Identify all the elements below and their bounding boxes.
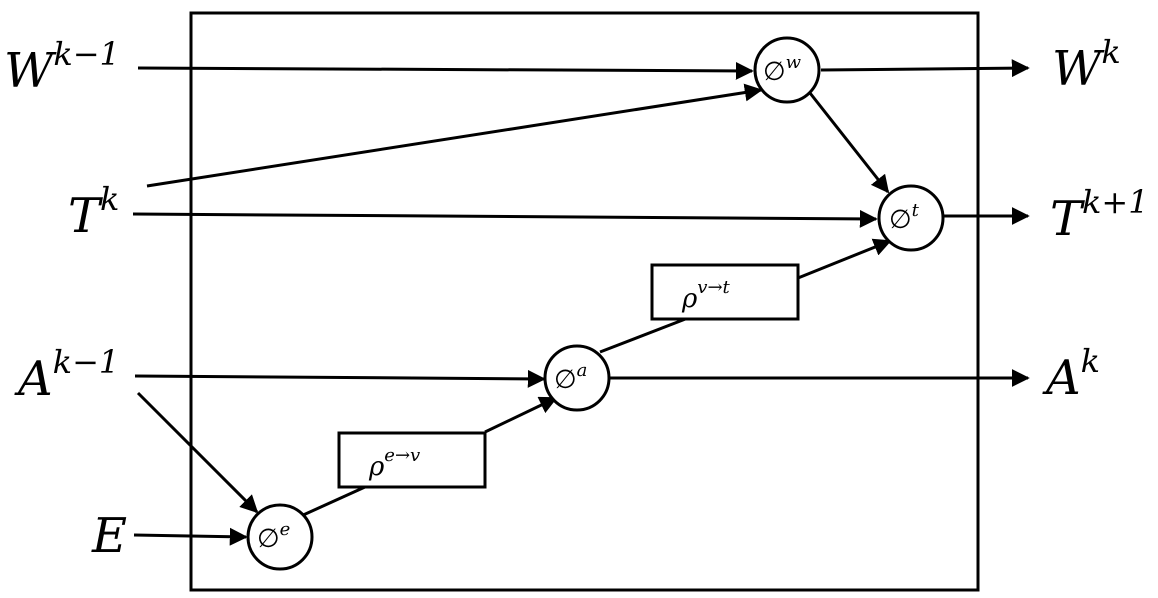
output-w-base: W	[1052, 41, 1105, 97]
rho-ev-base: ρ	[368, 452, 385, 482]
input-a-base: A	[14, 351, 53, 407]
aggregator-rho-vt: ρv→t	[650, 263, 800, 321]
rho-ev-sup: e→v	[384, 445, 420, 466]
phi-w-sup: w	[786, 52, 802, 73]
output-t-base: T	[1050, 191, 1085, 247]
output-a-label: Ak	[1042, 342, 1100, 406]
edges	[132, 59, 1030, 546]
svg-text:∅t: ∅t	[889, 200, 920, 235]
input-w-label: Wk−1	[4, 35, 120, 99]
edge-phi-e-to-rho-ev	[300, 485, 366, 518]
output-a-sup: k	[1081, 342, 1100, 380]
edge-t-in-to-phi-w	[146, 83, 763, 188]
node-phi-a: ∅a	[543, 344, 611, 412]
aggregator-rho-ev: ρe→v	[337, 431, 487, 489]
input-e-label: E	[91, 508, 127, 564]
input-t-sup: k	[100, 180, 119, 218]
input-t-base: T	[68, 188, 103, 244]
phi-a-base: ∅	[554, 365, 577, 395]
input-t-label: Tk	[68, 180, 119, 244]
output-w-sup: k	[1101, 33, 1120, 71]
phi-w-base: ∅	[763, 57, 786, 87]
output-a-base: A	[1042, 350, 1081, 406]
output-w-label: Wk	[1052, 33, 1121, 97]
svg-text:∅a: ∅a	[554, 360, 587, 395]
block-frame	[189, 11, 980, 592]
input-w-sup: k−1	[53, 35, 120, 73]
rho-vt-sup: v→t	[697, 277, 730, 298]
phi-e-base: ∅	[257, 524, 280, 554]
rho-vt-base: ρ	[681, 284, 698, 314]
node-phi-w: ∅w	[753, 36, 821, 104]
output-t-sup: k+1	[1082, 183, 1149, 221]
node-phi-t: ∅t	[877, 184, 945, 252]
edge-rho-vt-to-phi-t	[797, 238, 892, 280]
edge-phi-w-to-w-out	[820, 59, 1030, 78]
input-w-base: W	[4, 43, 57, 99]
edge-a-in-to-phi-e	[136, 391, 259, 514]
edge-a-in-to-phi-a	[134, 369, 546, 388]
phi-t-base: ∅	[889, 205, 912, 235]
svg-text:∅e: ∅e	[257, 519, 290, 554]
phi-a-sup: a	[577, 360, 588, 381]
input-e-base: E	[91, 508, 127, 564]
edge-phi-w-to-phi-t	[808, 92, 890, 194]
svg-text:∅w: ∅w	[763, 52, 802, 87]
node-phi-e: ∅e	[246, 503, 314, 571]
edge-e-in-to-phi-e	[133, 527, 248, 546]
phi-t-sup: t	[912, 200, 920, 221]
input-a-sup: k−1	[53, 343, 120, 381]
edge-t-in-to-phi-t	[132, 209, 878, 228]
svg-text:ρe→v: ρe→v	[368, 445, 420, 482]
edge-w-in-to-phi-w	[137, 61, 754, 80]
input-a-label: Ak−1	[14, 343, 119, 407]
output-t-label: Tk+1	[1050, 183, 1149, 247]
edge-phi-a-to-rho-vt	[599, 316, 689, 354]
phi-e-sup: e	[280, 519, 291, 540]
edge-rho-ev-to-phi-a	[484, 396, 558, 434]
svg-text:ρv→t: ρv→t	[681, 277, 731, 314]
